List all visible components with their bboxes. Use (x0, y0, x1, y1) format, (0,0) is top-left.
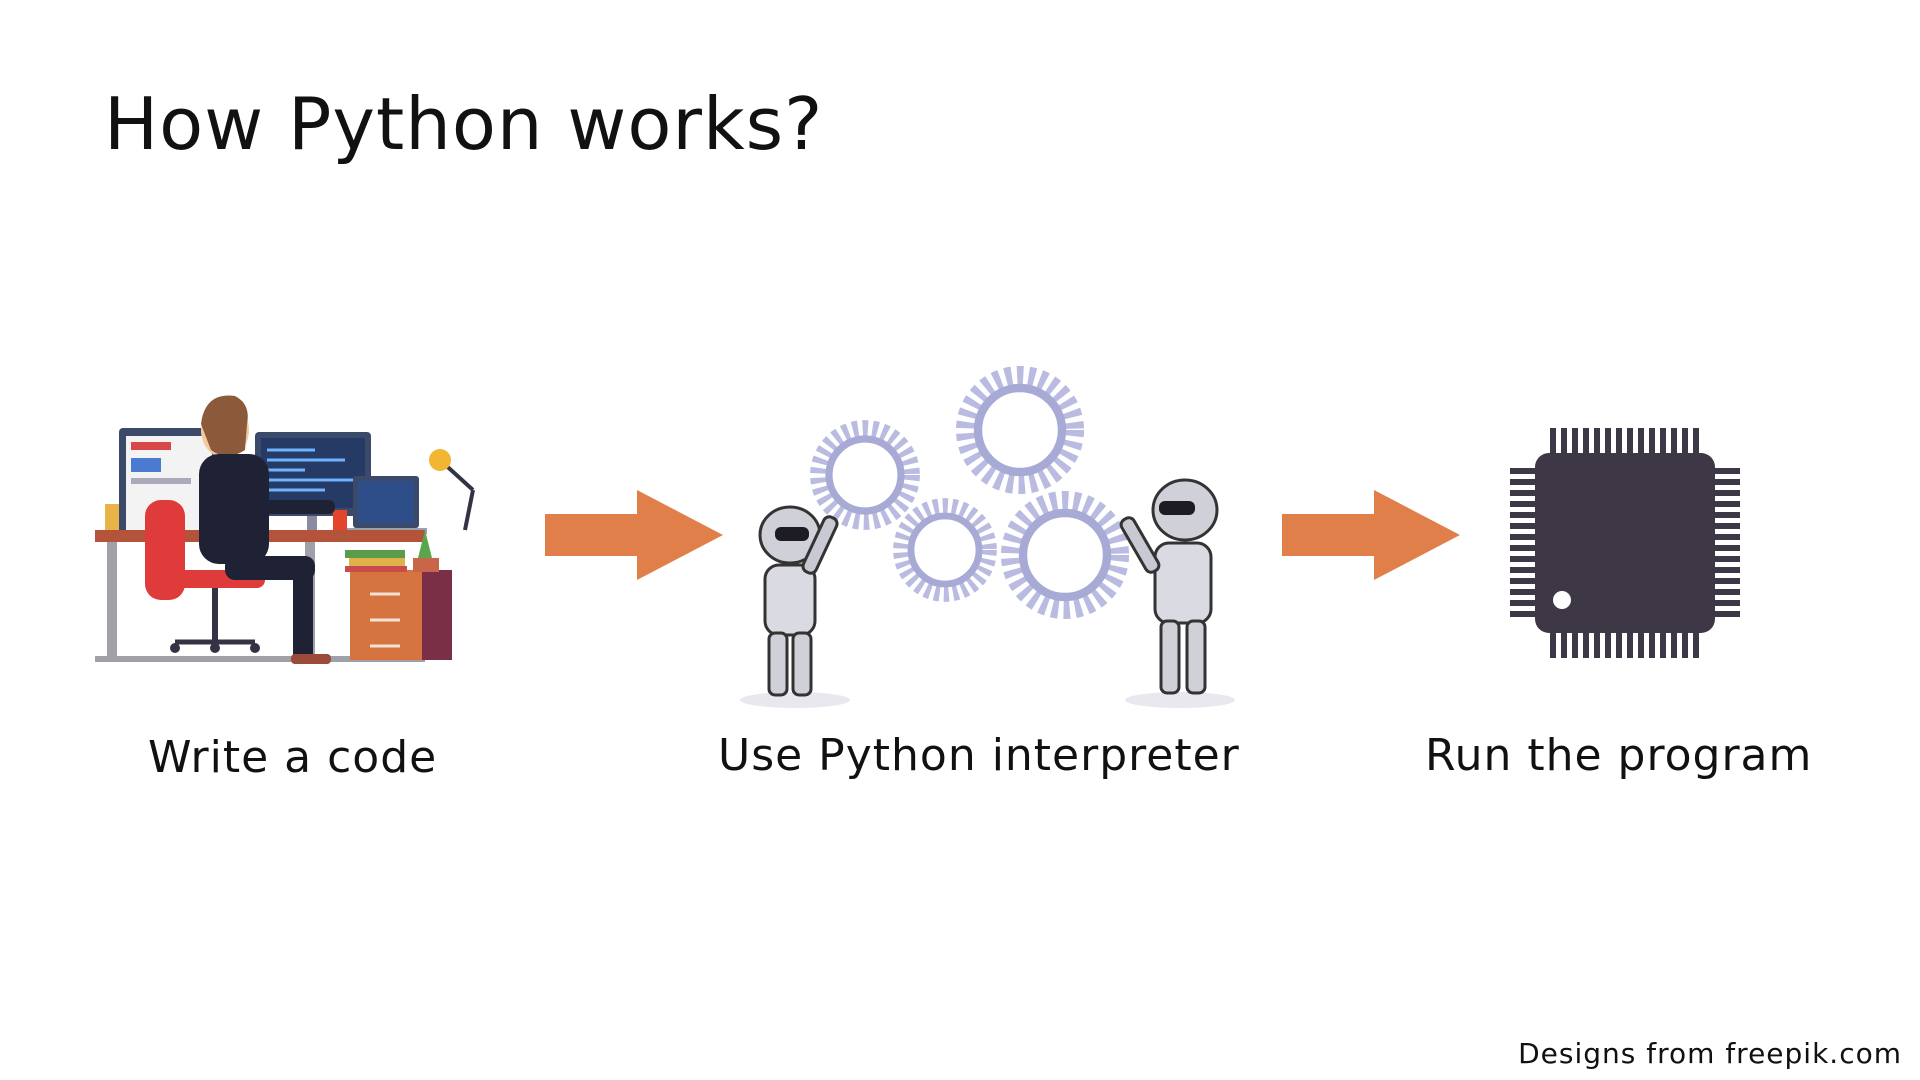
robots-with-gears-icon (740, 365, 1235, 708)
arrow-right-icon (545, 490, 723, 580)
credit-text: Designs from freepik.com (1518, 1037, 1902, 1070)
microchip-icon (1510, 428, 1740, 658)
arrow-right-icon (1282, 490, 1460, 580)
step-label-run-program: Run the program (1425, 730, 1813, 781)
page-title: How Python works? (104, 82, 824, 166)
step-label-use-interpreter: Use Python interpreter (718, 730, 1240, 781)
step-label-write-code: Write a code (148, 732, 438, 783)
developer-at-desk-icon (95, 395, 475, 664)
